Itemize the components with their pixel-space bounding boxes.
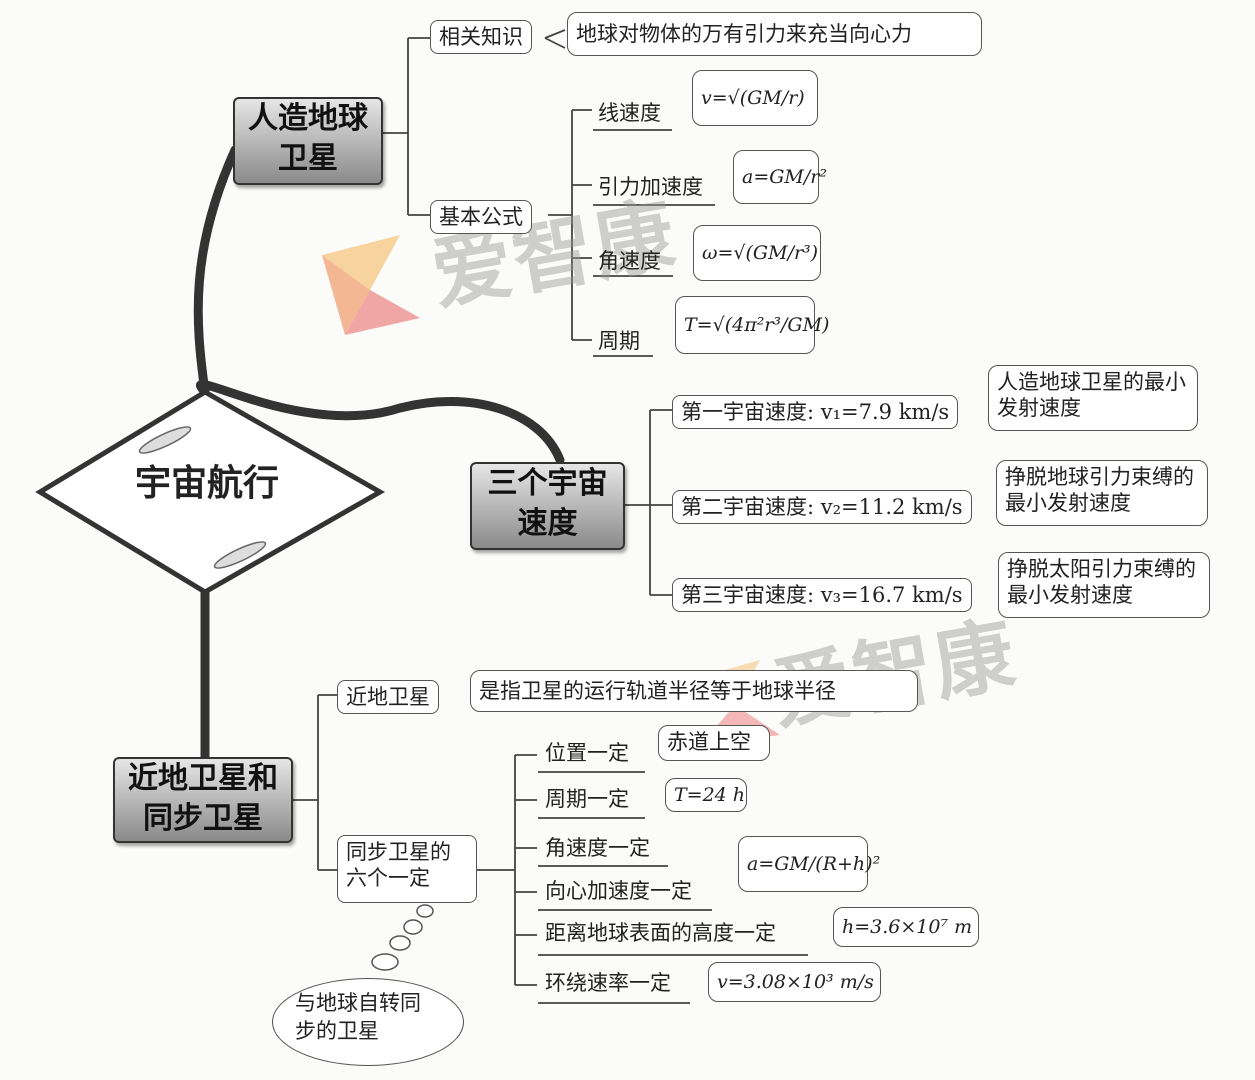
near-earth-satellite-node[interactable]: 近地卫星 <box>337 680 439 714</box>
sync-value-height: h=3.6×10⁷ m <box>833 907 979 947</box>
formula-period: T=√(4π²r³/GM) <box>675 296 829 354</box>
basic-formula-node[interactable]: 基本公式 <box>430 200 532 234</box>
formula-label-gravity-acceleration: 引力加速度 <box>598 175 703 199</box>
sync-value-period: T=24 h <box>665 778 747 812</box>
third-cosmic-speed[interactable]: 第三宇宙速度: v₃=16.7 km/s <box>672 578 972 612</box>
sync-item-orbital-speed: 环绕速率一定 <box>545 971 671 995</box>
main-node-line: 同步卫星 <box>143 801 263 836</box>
sync-value-orbital-speed: v=3.08×10³ m/s <box>708 962 881 1002</box>
formula-label-period: 周期 <box>598 329 640 353</box>
second-cosmic-speed-note: 挣脱地球引力束缚的最小发射速度 <box>996 460 1208 526</box>
formula-gravity-acceleration: a=GM/r² <box>733 150 827 204</box>
formula-angular-speed: ω=√(GM/r³) <box>693 225 821 281</box>
sync-item-height: 距离地球表面的高度一定 <box>545 921 776 945</box>
formula-label-angular-speed: 角速度 <box>598 249 661 273</box>
sync-item-position: 位置一定 <box>545 741 629 765</box>
formula-linear-speed: v=√(GM/r) <box>692 70 818 126</box>
main-node-line: 近地卫星和 <box>128 761 278 796</box>
near-earth-satellite-text: 是指卫星的运行轨道半径等于地球半径 <box>470 670 918 712</box>
third-cosmic-speed-note: 挣脱太阳引力束缚的最小发射速度 <box>998 552 1210 618</box>
formula-label-linear-speed: 线速度 <box>598 101 661 125</box>
main-node-near-sync[interactable]: 近地卫星和 同步卫星 <box>113 757 293 843</box>
main-node-artificial-satellite[interactable]: 人造地球 卫星 <box>233 97 383 185</box>
main-node-line: 速度 <box>517 506 578 541</box>
sync-value-centripetal-acceleration: a=GM/(R+h)² <box>738 836 880 892</box>
sync-item-period: 周期一定 <box>545 787 629 811</box>
first-cosmic-speed[interactable]: 第一宇宙速度: v₁=7.9 km/s <box>672 395 959 429</box>
sync-item-angular-speed: 角速度一定 <box>545 836 650 860</box>
related-knowledge-text: 地球对物体的万有引力来充当向心力 <box>567 12 982 56</box>
main-node-cosmic-speeds[interactable]: 三个宇宙 速度 <box>470 462 625 550</box>
main-node-line: 卫星 <box>278 141 338 176</box>
related-knowledge-node[interactable]: 相关知识 <box>430 20 532 54</box>
sync-cloud-note: 与地球自转同步的卫星 <box>272 978 464 1066</box>
sync-item-centripetal-acceleration: 向心加速度一定 <box>545 879 692 903</box>
center-topic: 宇宙航行 <box>134 463 279 504</box>
main-node-line: 三个宇宙 <box>487 466 608 501</box>
second-cosmic-speed[interactable]: 第二宇宙速度: v₂=11.2 km/s <box>672 490 972 524</box>
first-cosmic-speed-note: 人造地球卫星的最小发射速度 <box>988 365 1198 431</box>
sync-value-position: 赤道上空 <box>658 725 770 761</box>
sync-satellite-node[interactable]: 同步卫星的六个一定 <box>337 835 477 903</box>
main-node-line: 人造地球 <box>248 101 368 136</box>
